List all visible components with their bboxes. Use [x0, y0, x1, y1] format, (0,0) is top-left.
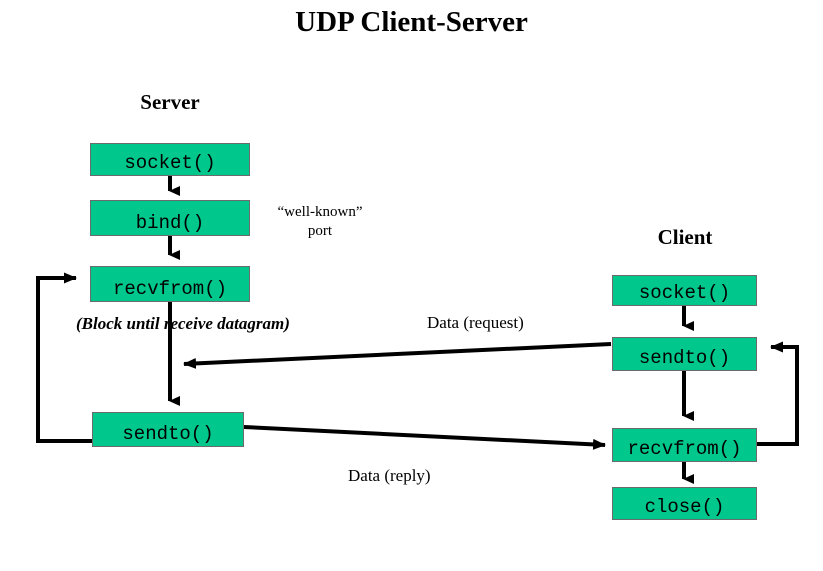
server-call-sendto[interactable]: sendto() — [92, 412, 244, 447]
server-call-sendto-label: sendto() — [122, 423, 214, 445]
data-reply-label: Data (reply) — [348, 466, 431, 485]
server-call-recvfrom-label: recvfrom() — [112, 278, 228, 300]
server-call-bind[interactable]: bind() — [90, 200, 250, 236]
server-call-bind-label: bind() — [135, 212, 205, 234]
arrow-data-request — [183, 342, 612, 369]
server-column-heading: Server — [140, 90, 200, 114]
client-call-recvfrom[interactable]: recvfrom() — [612, 428, 757, 462]
client-call-socket[interactable]: socket() — [612, 275, 757, 306]
arrow-server-loop-back — [36, 272, 92, 443]
client-column-heading: Client — [657, 225, 713, 249]
client-call-socket-label: socket() — [638, 282, 731, 304]
page-title: UDP Client-Server — [295, 6, 528, 38]
data-request-label: Data (request) — [427, 313, 524, 332]
client-call-recvfrom-label: recvfrom() — [627, 438, 742, 460]
client-call-close-label: close() — [644, 496, 725, 518]
server-call-socket-label: socket() — [124, 152, 216, 174]
arrow-data-reply — [243, 425, 606, 450]
arrow-client-loop-back — [757, 341, 799, 446]
client-call-sendto[interactable]: sendto() — [612, 337, 757, 371]
client-call-close[interactable]: close() — [612, 487, 757, 520]
well-known-port-note: “well-known” port — [277, 204, 363, 239]
server-call-recvfrom[interactable]: recvfrom() — [90, 266, 250, 302]
block-until-datagram-note: (Block until receive datagram) — [76, 314, 290, 333]
server-call-socket[interactable]: socket() — [90, 143, 250, 176]
client-call-sendto-label: sendto() — [638, 347, 731, 369]
